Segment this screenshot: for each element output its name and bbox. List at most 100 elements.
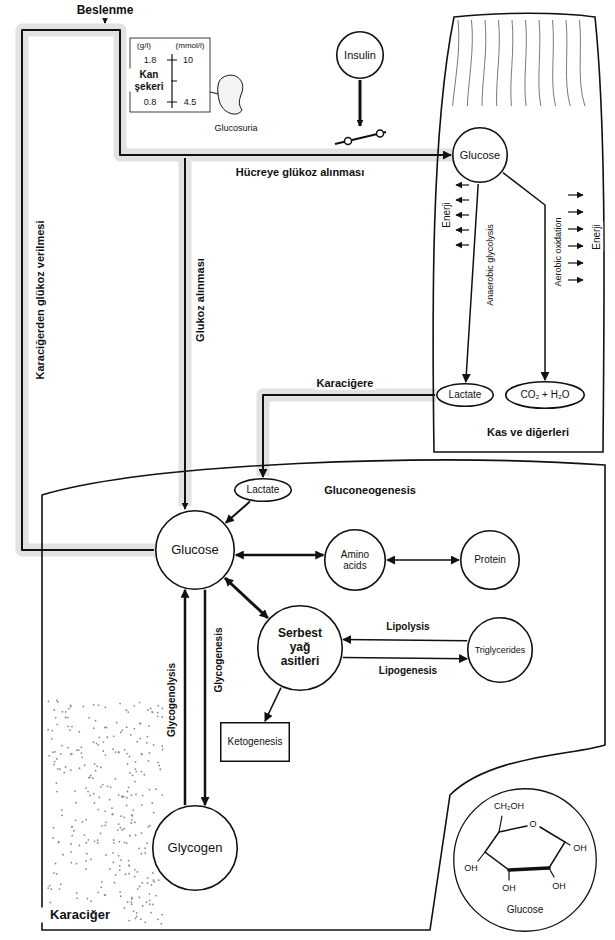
stipple-dot [133, 728, 135, 730]
stipple-dot [150, 884, 152, 886]
structure-circle: CH₂OHOOHOHOHOHGlucose [453, 788, 597, 932]
box-outline [221, 723, 290, 762]
energy-arrow [456, 214, 469, 215]
fiber-stroke [511, 20, 513, 106]
hormone-circle: Insulin [336, 31, 384, 79]
stipple-dot [104, 706, 106, 708]
stipple-dot [109, 799, 111, 801]
organ-label: Glucosuria [212, 123, 259, 133]
stipple-dot [136, 912, 138, 914]
stipple-dot [161, 914, 163, 916]
stipple-dot [56, 723, 58, 725]
stipple-dot [130, 822, 132, 824]
circle-outline [325, 530, 386, 591]
stipple-dot [124, 749, 126, 751]
stipple-dot [53, 827, 55, 829]
stipple-dot [55, 717, 57, 719]
energy-arrow [568, 279, 583, 280]
stipple-dot [100, 886, 102, 888]
stipple-dot [118, 823, 120, 825]
stipple-dot [115, 751, 117, 753]
stipple-dot [56, 782, 58, 784]
stipple-dot [119, 703, 121, 705]
connector-arrow [225, 578, 268, 618]
stipple-dot [59, 888, 61, 890]
stipple-dot [97, 744, 99, 746]
region-outline [433, 13, 604, 452]
stipple-dot [65, 717, 67, 719]
stipple-dot [71, 826, 73, 828]
region-label: OH [502, 883, 516, 893]
stipple-dot [80, 746, 82, 748]
stipple-dot [94, 763, 96, 765]
stipple-dot [89, 794, 91, 796]
connector-arrow [236, 554, 324, 557]
energy-arrow [568, 245, 583, 246]
stipple-dot [53, 764, 55, 766]
stipple-dot [118, 751, 120, 753]
stipple-dot [76, 863, 78, 865]
node-label: Lactate [449, 389, 482, 401]
stipple-dot [160, 923, 162, 925]
flow-label: Hücreye glükoz alınması [234, 166, 366, 179]
fiber-stroke [525, 20, 526, 106]
stipple-dot [56, 873, 58, 875]
node-label: CO₂ + H₂O [520, 389, 569, 401]
stipple-dot [97, 839, 99, 841]
stipple-dot [142, 795, 144, 797]
stipple-dot [128, 786, 130, 788]
stipple-dot [127, 791, 129, 793]
stipple-dot [116, 722, 118, 724]
stipple-dot [63, 772, 65, 774]
stipple-dot [120, 859, 122, 861]
metabolite-circle: Amino acids [324, 529, 386, 591]
stipple-dot [105, 754, 107, 756]
metabolite-circle: Protein [460, 530, 520, 590]
stipple-dot [148, 760, 150, 762]
stipple-dot [54, 761, 56, 763]
energy-arrow [568, 211, 583, 212]
stipple-dot [140, 832, 142, 834]
stipple-dot [134, 869, 136, 871]
stipple-dot [148, 725, 150, 727]
stipple-dot [104, 894, 106, 896]
stipple-dot [146, 742, 148, 744]
stipple-dot [157, 715, 159, 717]
stipple-dot [106, 736, 108, 738]
stipple-dot [114, 882, 116, 884]
circle-outline [461, 531, 520, 590]
fiber-stroke [539, 20, 541, 106]
stipple-dot [68, 708, 70, 710]
stipple-dot [87, 898, 89, 900]
stipple-dot [70, 862, 72, 864]
stipple-dot [90, 900, 92, 902]
gauge-frame [130, 38, 210, 112]
stipple-dot [76, 897, 78, 899]
circle-outline [468, 618, 533, 683]
stipple-dot [62, 711, 64, 713]
node-label: Insulin [344, 49, 376, 62]
input-label: Beslenme [75, 4, 136, 18]
stipple-dot [135, 768, 137, 770]
stipple-dot [119, 865, 121, 867]
metabolite-circle: Serbest yağ asitleri [257, 605, 343, 691]
stipple-dot [61, 809, 63, 811]
stipple-dot [141, 754, 143, 756]
connector-arrow [387, 559, 459, 561]
blood-vessel [22, 30, 452, 550]
stipple-dot [93, 704, 95, 706]
stipple-dot [71, 835, 73, 837]
stipple-dot [88, 717, 90, 719]
stipple-dot [96, 765, 98, 767]
ring-front-bond [509, 868, 549, 870]
stipple-dot [94, 840, 96, 842]
node-label: Glucose [171, 543, 219, 558]
stipple-dot [79, 767, 81, 769]
stipple-dot [132, 774, 134, 776]
stipple-dot [104, 894, 106, 896]
stipple-dot [118, 855, 120, 857]
stipple-dot [155, 788, 157, 790]
glucose-ring [478, 816, 570, 880]
stipple-dot [126, 709, 128, 711]
